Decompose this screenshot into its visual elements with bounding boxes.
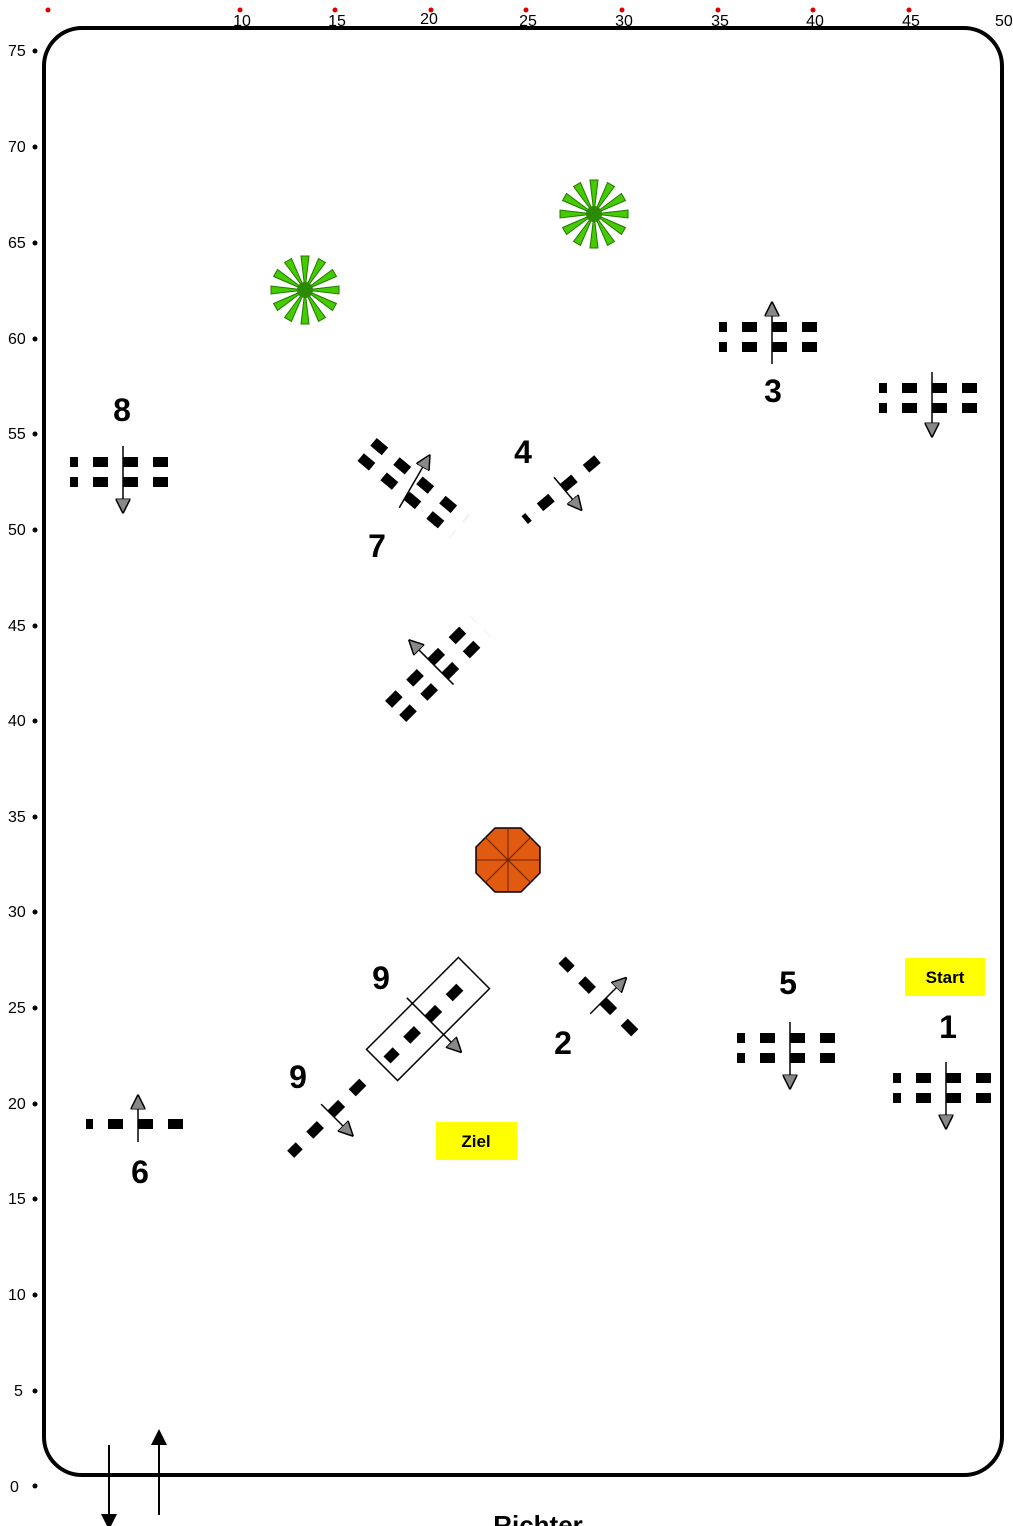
x-tick-dot bbox=[237, 7, 243, 13]
obstacle-number: 6 bbox=[131, 1154, 149, 1190]
obstacle-number: 5 bbox=[779, 965, 797, 1001]
obstacle-5 bbox=[737, 1022, 843, 1082]
x-tick-label: 20 bbox=[420, 11, 438, 28]
y-tick-dot bbox=[32, 1292, 38, 1298]
plant-icon bbox=[559, 179, 629, 249]
x-tick-label: 45 bbox=[902, 13, 920, 30]
x-tick-label: 50 bbox=[995, 13, 1013, 30]
y-tick-label: 35 bbox=[8, 809, 26, 826]
x-tick-label: 35 bbox=[711, 13, 729, 30]
x-tick-dot bbox=[906, 7, 912, 13]
obstacle-8 bbox=[70, 446, 176, 506]
obstacle-number: 9 bbox=[372, 960, 390, 996]
y-tick-label: 70 bbox=[8, 139, 26, 156]
y-tick-dot bbox=[32, 1483, 38, 1489]
svg-text:Start: Start bbox=[926, 968, 965, 987]
y-tick-label: 75 bbox=[8, 43, 26, 60]
judge-label: Richter bbox=[493, 1510, 583, 1526]
x-tick-dot bbox=[810, 7, 816, 13]
y-tick-label: 15 bbox=[8, 1191, 26, 1208]
y-tick-dot bbox=[32, 431, 38, 437]
y-tick-label: 65 bbox=[8, 235, 26, 252]
y-tick-label: 30 bbox=[8, 904, 26, 921]
start-label: Start bbox=[905, 958, 985, 996]
y-tick-label: 60 bbox=[8, 331, 26, 348]
obstacle-6 bbox=[86, 1102, 190, 1142]
obstacle-middle bbox=[384, 615, 492, 723]
plant-icon bbox=[270, 255, 340, 325]
obstacle-3b bbox=[879, 372, 985, 430]
arena-border bbox=[42, 26, 1004, 1477]
obstacle-number: 2 bbox=[554, 1025, 572, 1061]
x-tick-dot bbox=[619, 7, 625, 13]
obstacle-number: 1 bbox=[939, 1009, 957, 1045]
x-tick-dot bbox=[428, 7, 434, 13]
y-tick-label: 45 bbox=[8, 618, 26, 635]
x-tick-dot bbox=[45, 7, 51, 13]
y-tick-dot bbox=[32, 814, 38, 820]
x-tick-label: 25 bbox=[519, 13, 537, 30]
x-tick-dot bbox=[332, 7, 338, 13]
y-tick-label: 0 bbox=[10, 1479, 19, 1496]
obstacle-number: 4 bbox=[514, 434, 532, 470]
y-tick-dot bbox=[32, 718, 38, 724]
y-tick-dot bbox=[32, 1005, 38, 1011]
obstacle-1 bbox=[893, 1062, 999, 1122]
y-tick-dot bbox=[32, 336, 38, 342]
x-axis: 10 15 20 25 30 35 40 45 50 bbox=[45, 7, 1013, 30]
y-tick-dot bbox=[32, 144, 38, 150]
y-tick-label: 5 bbox=[14, 1383, 23, 1400]
svg-text:Ziel: Ziel bbox=[461, 1132, 490, 1151]
y-tick-label: 55 bbox=[8, 426, 26, 443]
y-tick-label: 40 bbox=[8, 713, 26, 730]
obstacle-4 bbox=[521, 452, 605, 524]
y-tick-dot bbox=[32, 48, 38, 54]
y-tick-dot bbox=[32, 527, 38, 533]
finish-label: Ziel bbox=[436, 1122, 517, 1160]
obstacle-number: 7 bbox=[368, 528, 386, 564]
y-tick-dot bbox=[32, 909, 38, 915]
obstacle-number: 9 bbox=[289, 1059, 307, 1095]
obstacle-7 bbox=[357, 437, 469, 539]
obstacle-9 bbox=[287, 1070, 375, 1158]
y-tick-label: 25 bbox=[8, 1000, 26, 1017]
y-tick-label: 50 bbox=[8, 522, 26, 539]
y-tick-dot bbox=[32, 240, 38, 246]
x-tick-label: 40 bbox=[806, 13, 824, 30]
obstacle-number: 3 bbox=[764, 373, 782, 409]
obstacle-3 bbox=[719, 309, 825, 364]
obstacle-number: 8 bbox=[113, 392, 131, 428]
y-tick-dot bbox=[32, 623, 38, 629]
y-tick-label: 10 bbox=[8, 1287, 26, 1304]
x-tick-label: 30 bbox=[615, 13, 633, 30]
x-tick-label: 10 bbox=[233, 13, 251, 30]
y-tick-label: 20 bbox=[8, 1096, 26, 1113]
obstacle-9-box bbox=[365, 956, 491, 1082]
obstacle-2 bbox=[558, 956, 648, 1046]
entry-arrow-icon bbox=[101, 1429, 167, 1526]
y-tick-dot bbox=[32, 1101, 38, 1107]
y-tick-dot bbox=[32, 1196, 38, 1202]
x-tick-dot bbox=[523, 7, 529, 13]
umbrella-icon bbox=[475, 827, 541, 893]
y-axis: 0 5 10 15 20 25 30 35 40 45 50 55 60 65 … bbox=[8, 43, 38, 1496]
x-tick-label: 15 bbox=[328, 13, 346, 30]
x-tick-dot bbox=[715, 7, 721, 13]
y-tick-dot bbox=[32, 1388, 38, 1394]
